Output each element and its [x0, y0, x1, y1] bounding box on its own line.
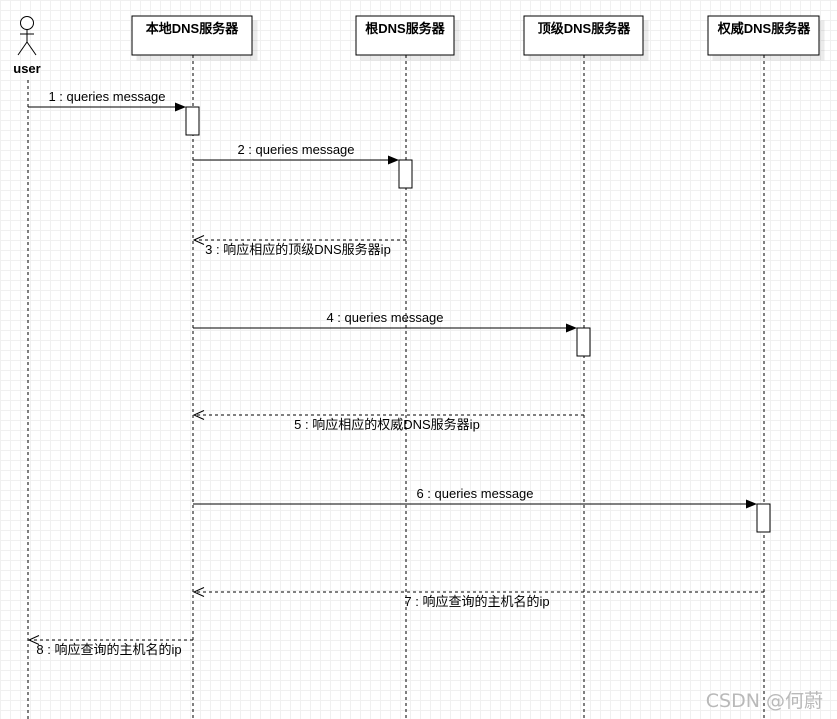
- message-label: 3 : 响应相应的顶级DNS服务器ip: [205, 242, 391, 257]
- participant-tld-dns[interactable]: 顶级DNS服务器: [523, 15, 644, 56]
- message-label: 7 : 响应查询的主机名的ip: [404, 594, 549, 609]
- open-arrowhead-icon: [27, 635, 40, 645]
- participant-label: 根DNS服务器: [365, 21, 445, 36]
- message-3[interactable]: 3 : 响应相应的顶级DNS服务器ip: [192, 235, 406, 258]
- message-label: 8 : 响应查询的主机名的ip: [36, 642, 181, 657]
- stick-figure-icon: [17, 16, 37, 56]
- participant-label: 顶级DNS服务器: [538, 21, 631, 36]
- activation-bar: [398, 159, 413, 189]
- user-actor[interactable]: user: [13, 16, 41, 77]
- message-2[interactable]: 2 : queries message: [193, 142, 399, 165]
- arrowhead-icon: [746, 499, 757, 509]
- participant-label: 权威DNS服务器: [717, 21, 811, 36]
- participant-local-dns[interactable]: 本地DNS服务器: [131, 15, 253, 56]
- activation-bar: [756, 503, 771, 533]
- arrowhead-icon: [566, 323, 577, 333]
- arrowhead-icon: [175, 102, 186, 112]
- message-label: 5 : 响应相应的权威DNS服务器ip: [294, 417, 480, 432]
- message-label: 4 : queries message: [326, 310, 443, 325]
- message-8[interactable]: 8 : 响应查询的主机名的ip: [27, 635, 193, 658]
- message-label: 2 : queries message: [237, 142, 354, 157]
- message-1[interactable]: 1 : queries message: [28, 89, 186, 112]
- message-6[interactable]: 6 : queries message: [193, 486, 757, 509]
- participant-auth-dns[interactable]: 权威DNS服务器: [707, 15, 820, 56]
- message-5[interactable]: 5 : 响应相应的权威DNS服务器ip: [192, 410, 584, 433]
- message-4[interactable]: 4 : queries message: [193, 310, 577, 333]
- activation-bar: [185, 106, 200, 136]
- open-arrowhead-icon: [192, 235, 205, 245]
- message-7[interactable]: 7 : 响应查询的主机名的ip: [192, 587, 764, 610]
- activation-bar: [576, 327, 591, 357]
- open-arrowhead-icon: [192, 410, 205, 420]
- actor-label: user: [13, 61, 40, 76]
- arrowhead-icon: [388, 155, 399, 165]
- participant-label: 本地DNS服务器: [146, 21, 239, 36]
- participant-root-dns[interactable]: 根DNS服务器: [355, 15, 455, 56]
- watermark: CSDN @何蔚: [705, 690, 823, 712]
- open-arrowhead-icon: [192, 587, 205, 597]
- message-label: 6 : queries message: [416, 486, 533, 501]
- message-label: 1 : queries message: [48, 89, 165, 104]
